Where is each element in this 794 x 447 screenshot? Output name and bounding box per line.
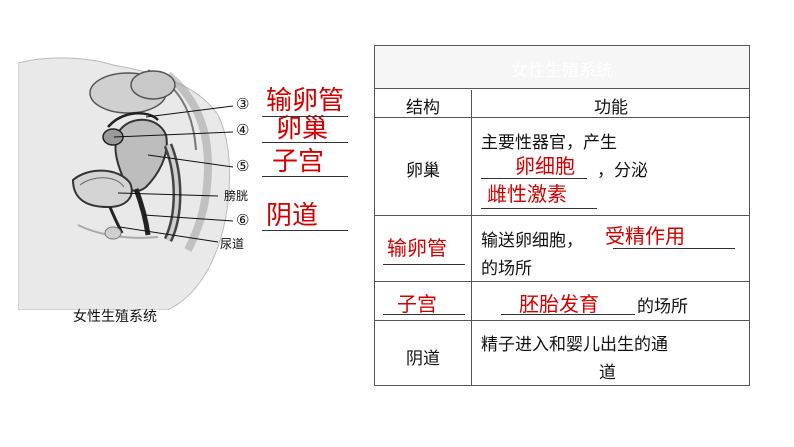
row-ovary-structure: 卵巢 xyxy=(375,156,471,181)
row-divider xyxy=(375,88,749,89)
label-oviduct-number: ③ xyxy=(236,95,249,113)
female-reproductive-anatomy-illustration xyxy=(18,55,268,310)
blank-underline xyxy=(383,314,465,315)
answer-underline xyxy=(262,142,348,143)
row-oviduct-function-line1: 输送卵细胞， xyxy=(481,226,583,251)
answer-underline xyxy=(262,116,348,117)
row-oviduct-structure: 输卵管 xyxy=(387,232,447,261)
blank-underline xyxy=(481,208,597,209)
answer-underline xyxy=(262,230,348,231)
label-urethra: 尿道 xyxy=(220,235,244,252)
blank-underline xyxy=(613,248,735,249)
answer-underline xyxy=(262,176,348,177)
row-divider xyxy=(375,215,749,216)
answer-ovary: 卵巢 xyxy=(276,116,328,142)
row-uterus-structure: 子宫 xyxy=(397,288,437,317)
label-ovary-number: ④ xyxy=(236,121,249,139)
row-oviduct-function-line2: 的场所 xyxy=(481,254,532,279)
row-divider xyxy=(375,320,749,321)
table-title: 女性生殖系统 xyxy=(375,56,749,81)
row-uterus-function-line1: 的场所 xyxy=(637,292,688,317)
row-vagina-function-line1: 精子进入和婴儿出生的通 xyxy=(481,330,668,355)
row-divider xyxy=(375,281,749,282)
row-ovary-answer-egg: 卵细胞 xyxy=(515,150,575,179)
row-vagina-function-line2: 道 xyxy=(599,358,616,383)
row-oviduct-answer-fertilization: 受精作用 xyxy=(605,220,685,249)
answer-uterus: 子宫 xyxy=(272,149,324,175)
row-ovary-function-line2: ，分泌 xyxy=(597,156,648,181)
row-uterus-answer-embryo: 胚胎发育 xyxy=(519,288,599,317)
structure-function-table: 女性生殖系统 结构 功能 卵巢 主要性器官，产生 卵细胞 ，分泌 雌性激素 输卵… xyxy=(374,45,750,386)
blank-underline xyxy=(501,314,635,315)
label-uterus-number: ⑤ xyxy=(236,157,249,175)
label-vagina-number: ⑥ xyxy=(236,211,249,229)
answer-oviduct: 输卵管 xyxy=(266,88,344,114)
label-bladder: 膀胱 xyxy=(224,187,248,204)
blank-underline xyxy=(383,264,465,265)
column-divider xyxy=(471,90,472,385)
figure-caption: 女性生殖系统 xyxy=(73,306,157,326)
row-ovary-answer-hormone: 雌性激素 xyxy=(487,178,567,207)
row-vagina-structure: 阴道 xyxy=(375,344,471,369)
header-structure: 结构 xyxy=(375,93,471,118)
answer-vagina: 阴道 xyxy=(266,203,318,229)
header-function: 功能 xyxy=(472,93,750,118)
table-title-band: 女性生殖系统 xyxy=(375,46,749,88)
